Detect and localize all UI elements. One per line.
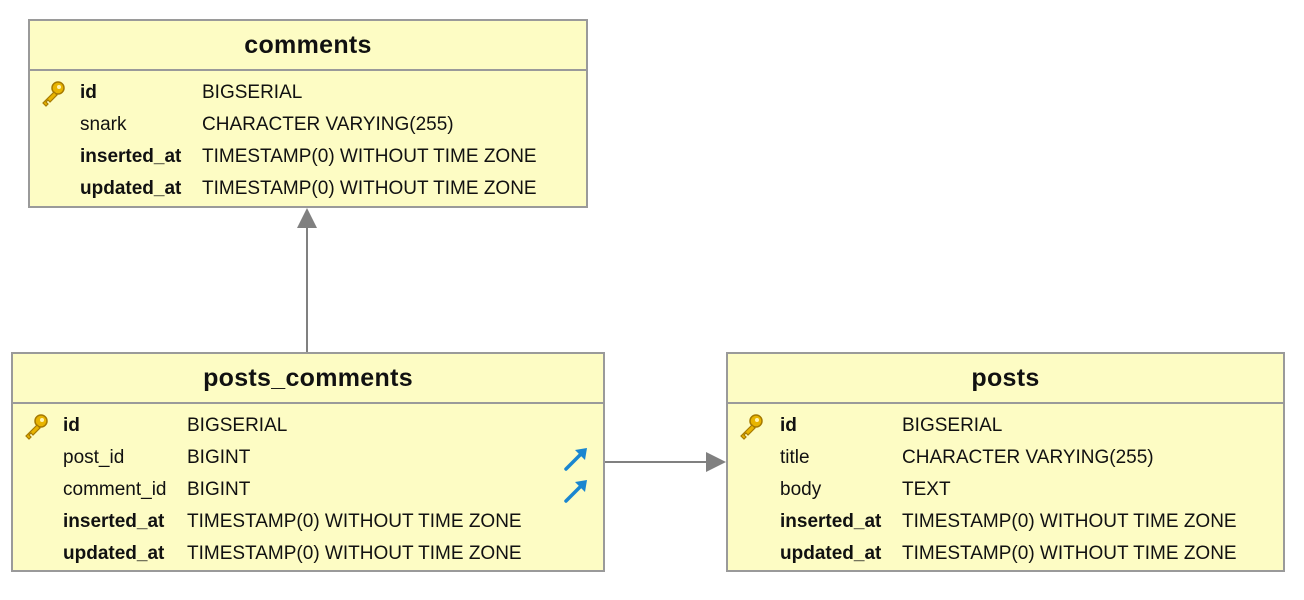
column-row[interactable]: id BIGSERIAL	[30, 77, 586, 109]
column-name: post_id	[63, 447, 125, 468]
primary-key-icon	[736, 412, 766, 453]
arrowhead-right-icon	[706, 452, 726, 472]
column-type: TEXT	[902, 479, 951, 500]
column-name: inserted_at	[80, 146, 182, 167]
column-type: CHARACTER VARYING(255)	[202, 114, 454, 135]
column-row[interactable]: inserted_at TIMESTAMP(0) WITHOUT TIME ZO…	[728, 506, 1283, 538]
column-row[interactable]: snark CHARACTER VARYING(255)	[30, 109, 586, 141]
column-name: body	[780, 479, 822, 500]
column-type: BIGSERIAL	[187, 415, 288, 436]
table-posts-comments[interactable]: posts_comments id BIGSERIAL post_id BIGI…	[11, 352, 605, 572]
column-row[interactable]: inserted_at TIMESTAMP(0) WITHOUT TIME ZO…	[30, 141, 586, 173]
column-row[interactable]: body TEXT	[728, 474, 1283, 506]
table-title: posts	[728, 354, 1283, 404]
column-row[interactable]: inserted_at TIMESTAMP(0) WITHOUT TIME ZO…	[13, 506, 603, 538]
column-row[interactable]: title CHARACTER VARYING(255)	[728, 442, 1283, 474]
column-type: TIMESTAMP(0) WITHOUT TIME ZONE	[187, 543, 522, 564]
arrowhead-up-icon	[297, 208, 317, 228]
foreign-key-icon	[563, 446, 589, 483]
column-row[interactable]: post_id BIGINT	[13, 442, 603, 474]
column-type: TIMESTAMP(0) WITHOUT TIME ZONE	[187, 511, 522, 532]
column-name: updated_at	[63, 543, 165, 564]
column-row[interactable]: updated_at TIMESTAMP(0) WITHOUT TIME ZON…	[30, 173, 586, 205]
column-type: BIGINT	[187, 479, 251, 500]
column-name: title	[780, 447, 810, 468]
column-name: id	[80, 82, 97, 103]
column-type: BIGSERIAL	[902, 415, 1003, 436]
column-type: TIMESTAMP(0) WITHOUT TIME ZONE	[202, 178, 537, 199]
column-type: BIGINT	[187, 447, 251, 468]
column-name: updated_at	[80, 178, 182, 199]
column-name: inserted_at	[780, 511, 882, 532]
column-row[interactable]: id BIGSERIAL	[728, 410, 1283, 442]
column-type: TIMESTAMP(0) WITHOUT TIME ZONE	[902, 543, 1237, 564]
column-type: TIMESTAMP(0) WITHOUT TIME ZONE	[202, 146, 537, 167]
column-name: updated_at	[780, 543, 882, 564]
column-name: id	[780, 415, 797, 436]
column-name: snark	[80, 114, 127, 135]
column-row[interactable]: updated_at TIMESTAMP(0) WITHOUT TIME ZON…	[13, 538, 603, 570]
column-name: inserted_at	[63, 511, 165, 532]
primary-key-icon	[38, 79, 68, 120]
column-row[interactable]: comment_id BIGINT	[13, 474, 603, 506]
column-row[interactable]: updated_at TIMESTAMP(0) WITHOUT TIME ZON…	[728, 538, 1283, 570]
link-posts-comments-to-comments	[297, 208, 317, 352]
column-name: comment_id	[63, 479, 167, 500]
foreign-key-icon	[563, 478, 589, 515]
column-type: CHARACTER VARYING(255)	[902, 447, 1154, 468]
link-posts-comments-to-posts	[605, 452, 726, 472]
table-title: posts_comments	[13, 354, 603, 404]
table-title: comments	[30, 21, 586, 71]
table-comments[interactable]: comments id BIGSERIAL snark CHARACTER VA…	[28, 19, 588, 208]
table-posts[interactable]: posts id BIGSERIAL title CHARACTER VARYI…	[726, 352, 1285, 572]
primary-key-icon	[21, 412, 51, 453]
column-type: TIMESTAMP(0) WITHOUT TIME ZONE	[902, 511, 1237, 532]
column-name: id	[63, 415, 80, 436]
column-row[interactable]: id BIGSERIAL	[13, 410, 603, 442]
column-type: BIGSERIAL	[202, 82, 303, 103]
